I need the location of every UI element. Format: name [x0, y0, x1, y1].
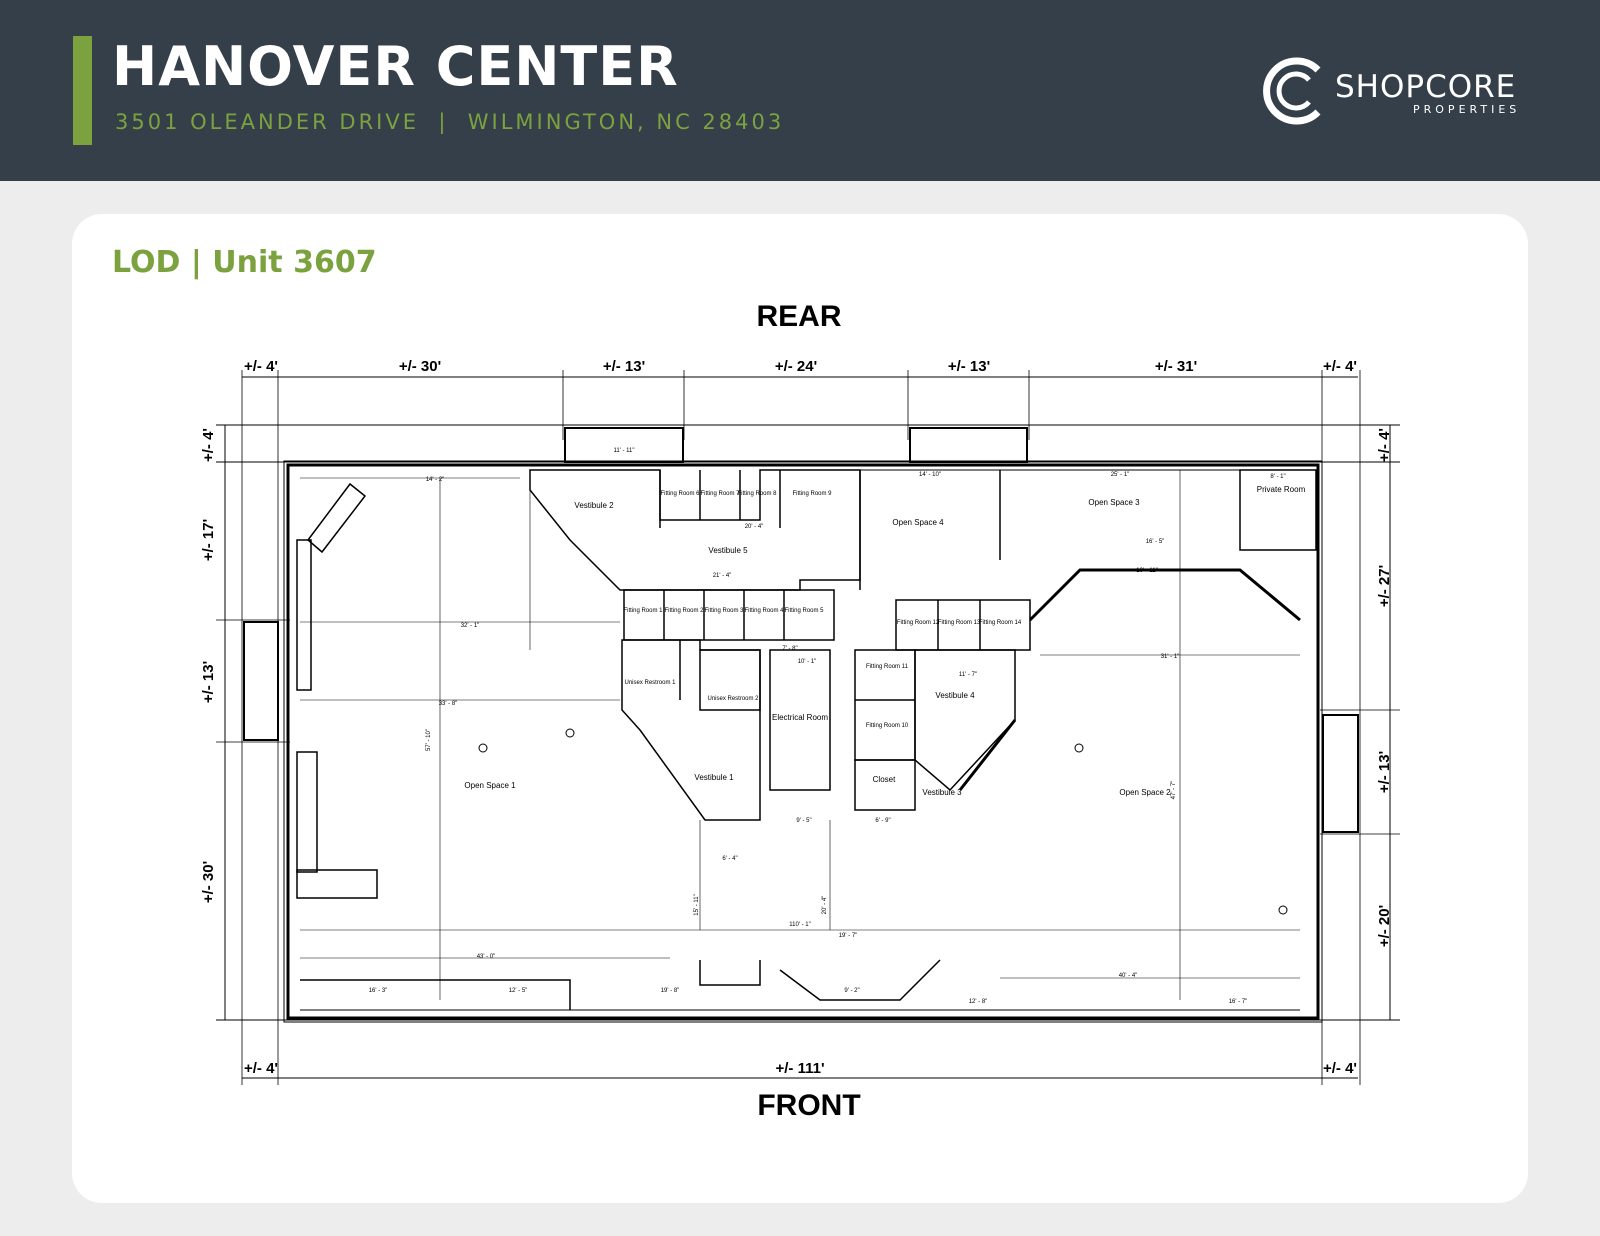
room-fitting-14: Fitting Room 14 [979, 620, 1022, 626]
room-private: Private Room [1257, 485, 1306, 494]
room-open-space-3: Open Space 3 [1088, 498, 1140, 507]
inner-dim: 43' - 0" [477, 954, 496, 960]
header-banner: HANOVER CENTER 3501 OLEANDER DRIVE | WIL… [0, 0, 1600, 181]
inner-dim: 12' - 8" [969, 999, 988, 1005]
room-fitting-5: Fitting Room 5 [784, 608, 824, 614]
left-dim-2: +/- 17' [200, 519, 217, 561]
inner-dim: 10' - 11" [1136, 568, 1158, 574]
top-dim-4: +/- 24' [775, 358, 817, 375]
room-open-space-4: Open Space 4 [892, 518, 944, 527]
inner-dim: 11' - 7" [959, 672, 977, 678]
shopcore-logo: SHOPCORE PROPERTIES [1262, 56, 1532, 126]
inner-dim: 40' - 4" [1119, 973, 1138, 979]
rear-label: REAR [756, 300, 841, 333]
inner-dim: 25' - 1" [1111, 472, 1130, 478]
room-open-space-2: Open Space 2 [1119, 788, 1171, 797]
logo-wordmark: SHOPCORE [1335, 69, 1517, 105]
front-label: FRONT [757, 1089, 860, 1122]
top-dim-5: +/- 13' [948, 358, 990, 375]
room-fitting-13: Fitting Room 13 [938, 620, 981, 626]
room-fitting-7: Fitting Room 7 [700, 491, 740, 497]
room-closet: Closet [873, 775, 896, 784]
room-vestibule-4: Vestibule 4 [935, 691, 975, 700]
inner-dim: 9' - 2" [844, 988, 859, 994]
inner-dim: 110' - 1" [789, 922, 811, 928]
inner-dim: 12' - 5" [509, 988, 528, 994]
inner-dim: 21' - 4" [713, 573, 732, 579]
address-subtitle: 3501 OLEANDER DRIVE | WILMINGTON, NC 284… [115, 110, 785, 134]
room-fitting-12: Fitting Room 12 [897, 620, 940, 626]
room-fitting-6: Fitting Room 6 [660, 491, 700, 497]
right-dim-4: +/- 20' [1376, 905, 1393, 947]
room-fitting-10: Fitting Room 10 [866, 723, 909, 729]
inner-dim: 15' - 11" [694, 894, 700, 916]
room-vestibule-2: Vestibule 2 [574, 501, 614, 510]
top-dim-1: +/- 4' [244, 358, 278, 375]
room-fitting-3: Fitting Room 3 [704, 608, 744, 614]
room-fitting-8: Fitting Room 8 [737, 491, 777, 497]
top-dim-6: +/- 31' [1155, 358, 1197, 375]
inner-dim: 33' - 8" [439, 701, 458, 707]
left-dim-4: +/- 30' [200, 861, 217, 903]
inner-dim: 16' - 5" [1146, 539, 1165, 545]
room-vestibule-1: Vestibule 1 [694, 773, 734, 782]
room-fitting-2: Fitting Room 2 [664, 608, 704, 614]
inner-dim: 20' - 4" [745, 524, 764, 530]
room-fitting-11: Fitting Room 11 [866, 664, 909, 670]
inner-dim: 19' - 8" [661, 988, 680, 994]
room-open-space-1: Open Space 1 [464, 781, 516, 790]
inner-dim: 10' - 1" [798, 659, 817, 665]
inner-dim: 57' - 10" [426, 729, 432, 751]
right-dim-1: +/- 4' [1376, 428, 1393, 462]
inner-dim: 6' - 4" [722, 856, 737, 862]
left-dim-3: +/- 13' [200, 661, 217, 703]
inner-dim: 20' - 4" [822, 896, 828, 915]
bottom-dim-3: +/- 4' [1323, 1060, 1357, 1077]
bottom-dim-1: +/- 4' [244, 1060, 278, 1077]
inner-dim: 16' - 7" [1229, 999, 1248, 1005]
inner-dim: 11' - 11" [613, 448, 634, 454]
room-vestibule-5: Vestibule 5 [708, 546, 748, 555]
inner-dim: 7' - 8" [782, 646, 797, 652]
inner-dim: 9' - 5" [796, 818, 811, 824]
inner-dim: 14' - 2" [426, 477, 445, 483]
room-fitting-9: Fitting Room 9 [792, 491, 832, 497]
floorplan-card [72, 214, 1528, 1203]
accent-bar [73, 36, 92, 145]
top-dim-3: +/- 13' [603, 358, 645, 375]
right-dim-2: +/- 27' [1376, 565, 1393, 607]
inner-dim: 16' - 3" [369, 988, 388, 994]
inner-dim: 19' - 7" [839, 933, 858, 939]
inner-dim: 6' - 9" [875, 818, 890, 824]
room-vestibule-3: Vestibule 3 [922, 788, 962, 797]
left-dim-1: +/- 4' [200, 428, 217, 462]
card-title: LOD | Unit 3607 [112, 245, 377, 280]
room-electrical: Electrical Room [772, 713, 828, 722]
top-dim-7: +/- 4' [1323, 358, 1357, 375]
room-fitting-4: Fitting Room 4 [744, 608, 784, 614]
logo-subtext: PROPERTIES [1413, 103, 1521, 116]
top-dim-2: +/- 30' [399, 358, 441, 375]
inner-dim: 31' - 1" [1161, 654, 1180, 660]
inner-dim: 14' - 10" [919, 472, 941, 478]
page-title: HANOVER CENTER [112, 35, 679, 98]
bottom-dim-2: +/- 111' [775, 1060, 824, 1077]
inner-dim: 47' - 7" [1171, 781, 1177, 800]
room-restroom-2: Unisex Restroom 2 [707, 696, 759, 702]
room-restroom-1: Unisex Restroom 1 [624, 680, 676, 686]
room-fitting-1: Fitting Room 1 [623, 608, 663, 614]
inner-dim: 8' - 1" [1270, 474, 1285, 480]
right-dim-3: +/- 13' [1376, 751, 1393, 793]
inner-dim: 32' - 1" [461, 623, 480, 629]
logo-mark-icon [1263, 57, 1321, 125]
